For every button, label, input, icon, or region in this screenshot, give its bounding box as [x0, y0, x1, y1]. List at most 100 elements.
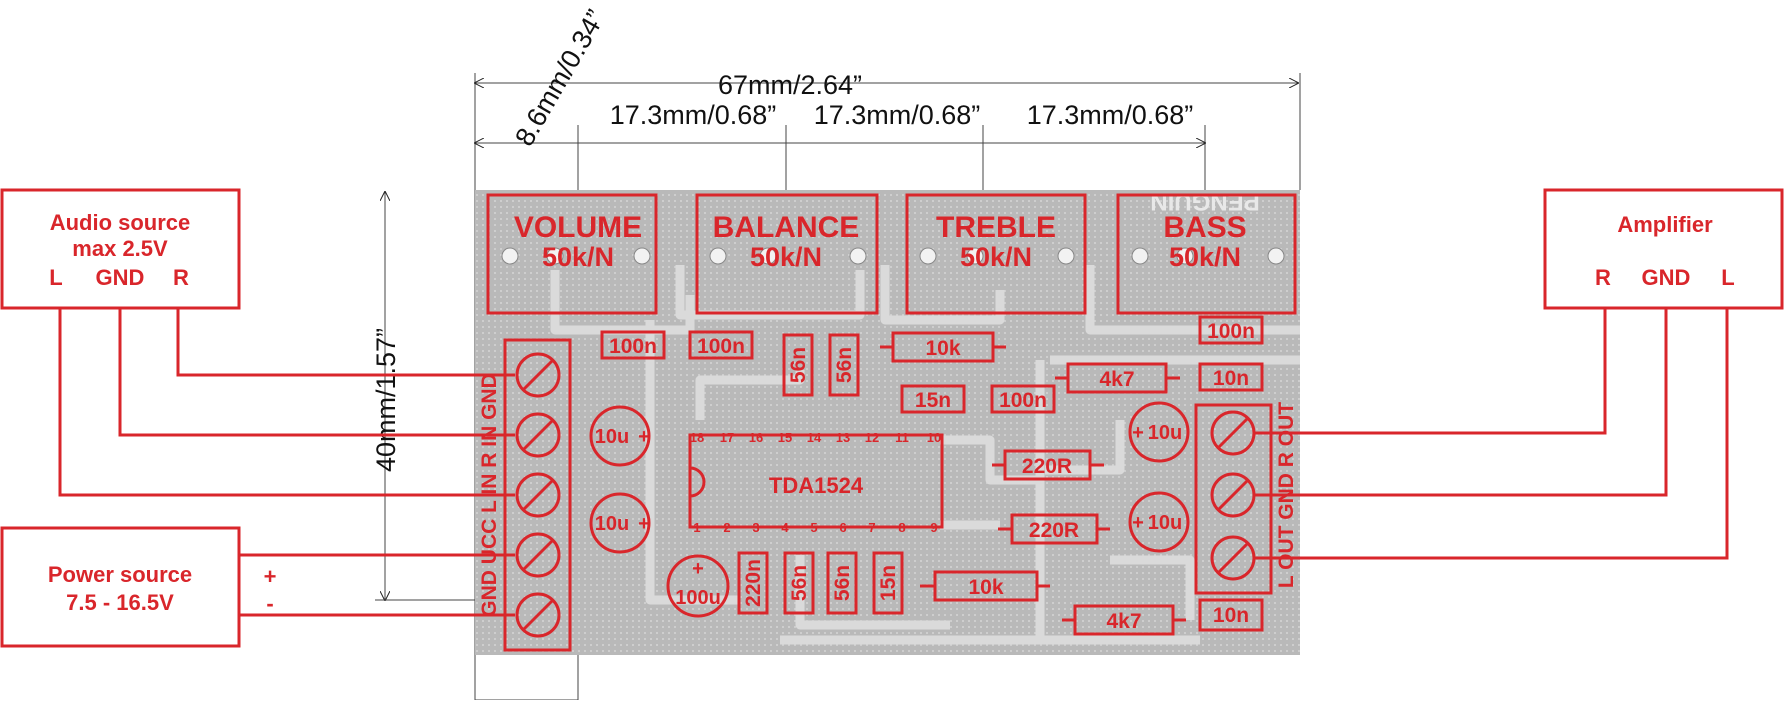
ic-name: TDA1524 — [769, 473, 864, 498]
cap-c5-label: 100n — [1207, 320, 1255, 343]
ic-pin-label: 12 — [865, 430, 879, 445]
cap-c12-label: 15n — [877, 565, 900, 601]
ic-pin-label: 16 — [749, 430, 763, 445]
cap-c9 — [737, 551, 769, 615]
cap-c2-label: 100n — [697, 335, 745, 358]
cap-c8-label: 100n — [999, 389, 1047, 412]
elcap-e1-label: 10u — [595, 426, 629, 448]
elcap-e5 — [666, 554, 730, 618]
spacing-label-2: 17.3mm/0.68” — [814, 100, 981, 130]
power-source-box: Power source 7.5 - 16.5V — [0, 526, 241, 648]
elcap-e2-plus: + — [638, 513, 650, 535]
penguin-watermark: PENGUIN — [1150, 188, 1259, 215]
height-label: 40mm/1.57” — [371, 328, 401, 472]
pcb-traces — [550, 265, 1300, 645]
ic-bottom-pins: 1 2 3 4 5 6 7 8 9 — [693, 520, 937, 535]
power-source-voltage: 7.5 - 16.5V — [66, 590, 174, 615]
power-plus-label: + — [264, 564, 277, 589]
audio-source-title: Audio source — [50, 210, 191, 235]
audio-pin-gnd: GND — [96, 265, 145, 290]
cap-c11-label: 56n — [831, 565, 854, 601]
cap-c13-label: 10n — [1213, 604, 1249, 627]
audio-pin-l: L — [49, 265, 62, 290]
cap-c2 — [688, 330, 754, 360]
elcap-e4 — [1128, 491, 1190, 553]
cap-c6 — [1198, 362, 1264, 392]
pot-balance: BALANCE 50k/N — [695, 193, 879, 315]
pot-treble-value: 50k/N — [960, 242, 1032, 272]
offset-width-label: 8.6mm/0.34” — [509, 5, 611, 151]
cap-c8 — [990, 384, 1056, 414]
ic-pin-label: 1 — [693, 520, 700, 535]
ic-pin-label: 3 — [752, 520, 759, 535]
pot-bass-value: 50k/N — [1169, 242, 1241, 272]
ic-pin-label: 14 — [807, 430, 822, 445]
res-r3-label: 220R — [1022, 455, 1072, 478]
ic-pin-label: 18 — [690, 430, 704, 445]
pot-balance-value: 50k/N — [750, 242, 822, 272]
cap-c13 — [1198, 598, 1264, 632]
cap-c11 — [826, 551, 858, 615]
cap-c3-label: 56n — [787, 347, 810, 383]
amplifier-title: Amplifier — [1617, 212, 1713, 237]
audio-pin-r: R — [173, 265, 189, 290]
ic-pin-label: 10 — [927, 430, 941, 445]
power-source-title: Power source — [48, 562, 192, 587]
cap-c1 — [600, 330, 666, 360]
ic-pin-label: 11 — [895, 430, 909, 445]
amp-pin-r: R — [1595, 265, 1611, 290]
elcap-e3 — [1128, 401, 1190, 463]
ic-pin-label: 7 — [868, 520, 875, 535]
spacing-label-3: 17.3mm/0.68” — [1027, 100, 1194, 130]
pot-volume-name: VOLUME — [514, 211, 642, 244]
cap-c9-label: 220n — [742, 559, 765, 607]
cap-c10 — [783, 551, 815, 615]
amp-pin-l: L — [1721, 265, 1734, 290]
ic-pin-label: 6 — [839, 520, 846, 535]
elcap-e2-label: 10u — [595, 513, 629, 535]
pot-bass: BASS 50k/N — [1116, 193, 1297, 315]
res-r2-label: 4k7 — [1099, 368, 1134, 391]
ic-pin-label: 17 — [720, 430, 734, 445]
ic-pin-label: 13 — [836, 430, 850, 445]
cap-c1-label: 100n — [609, 335, 657, 358]
ic-pin-label: 15 — [778, 430, 792, 445]
wiring — [58, 308, 1729, 617]
elcap-e4-label: 10u — [1148, 512, 1182, 534]
pot-balance-name: BALANCE — [713, 211, 860, 244]
pot-volume-value: 50k/N — [542, 242, 614, 272]
cap-c10-label: 56n — [788, 565, 811, 601]
cap-c4-label: 56n — [833, 347, 856, 383]
res-r4-label: 220R — [1029, 519, 1079, 542]
elcap-e4-plus: + — [1132, 512, 1144, 534]
cap-c7 — [900, 384, 966, 414]
elcap-e2 — [589, 492, 651, 554]
spacing-label-1: 17.3mm/0.68” — [610, 100, 777, 130]
ic-pin-label: 8 — [898, 520, 905, 535]
cap-c6-label: 10n — [1213, 367, 1249, 390]
amplifier-box: Amplifier R GND L — [1543, 188, 1784, 310]
ic-pin-label: 5 — [810, 520, 817, 535]
cap-c7-label: 15n — [915, 389, 951, 412]
ic-pin-label: 2 — [723, 520, 730, 535]
pot-volume: VOLUME 50k/N — [486, 193, 658, 315]
cap-c12 — [872, 551, 904, 615]
res-r5-label: 10k — [968, 576, 1003, 599]
ic-top-pins: 18 17 16 15 14 13 12 11 10 — [690, 430, 941, 445]
ic-tda1524: TDA1524 18 17 16 15 14 13 12 11 10 1 2 3… — [688, 430, 944, 535]
audio-source-voltage: max 2.5V — [72, 236, 168, 261]
power-minus-label: - — [266, 591, 273, 616]
elcap-e1-plus: + — [638, 426, 650, 448]
elcap-e1 — [589, 405, 651, 467]
cap-c5 — [1198, 315, 1264, 345]
cap-c3 — [782, 333, 814, 397]
pot-treble-name: TREBLE — [936, 211, 1056, 244]
pot-bass-name: BASS — [1163, 211, 1246, 244]
cap-c4 — [828, 333, 860, 397]
elcap-e3-plus: + — [1132, 422, 1144, 444]
elcap-e5-label: 100u — [675, 587, 721, 609]
ic-pin-label: 9 — [930, 520, 937, 535]
overall-width-label: 67mm/2.64” — [718, 70, 862, 100]
